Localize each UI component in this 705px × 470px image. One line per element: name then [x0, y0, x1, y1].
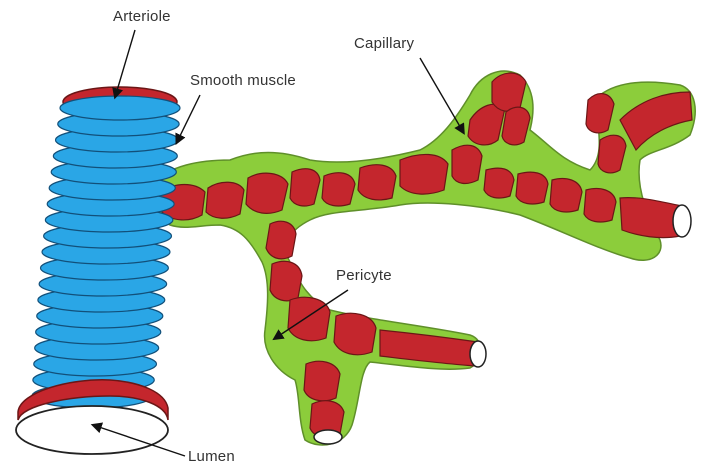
capillary-segment	[484, 168, 514, 198]
capillary-segment	[358, 165, 396, 200]
pericyte-layer	[148, 71, 695, 445]
smooth-muscle-bands	[32, 96, 180, 408]
label-lumen: Lumen	[188, 448, 235, 465]
capillary-segment	[288, 297, 330, 340]
capillary-segment	[492, 73, 526, 111]
capillary-arrow	[420, 58, 462, 130]
smooth-muscle-arrow	[178, 95, 200, 140]
capillary-segment	[304, 361, 340, 401]
arteriole-arrow	[116, 30, 135, 94]
capillary-segment	[584, 189, 616, 223]
capillary-opening	[673, 205, 691, 237]
label-smooth-muscle: Smooth muscle	[190, 72, 296, 89]
capillary-segment	[246, 173, 288, 213]
pericyte-tissue	[148, 71, 695, 445]
label-pericyte: Pericyte	[336, 267, 392, 284]
smooth-muscle-band	[60, 96, 180, 120]
capillary-segment	[270, 261, 302, 301]
capillary-segment	[290, 169, 320, 206]
arteriole	[16, 87, 180, 454]
capillary-segment	[400, 154, 448, 194]
capillary-segment	[334, 313, 376, 354]
capillary-segment	[516, 172, 548, 204]
arteriole-lumen	[16, 406, 168, 454]
capillary-opening	[470, 341, 486, 367]
capillary-segment	[452, 145, 482, 183]
capillary-opening	[314, 430, 342, 444]
capillary-segment	[322, 173, 355, 206]
capillary-segment	[206, 182, 244, 218]
capillary-segment	[266, 221, 296, 259]
label-arteriole: Arteriole	[113, 8, 171, 25]
capillary-segment	[550, 179, 582, 213]
label-capillary: Capillary	[354, 35, 414, 52]
